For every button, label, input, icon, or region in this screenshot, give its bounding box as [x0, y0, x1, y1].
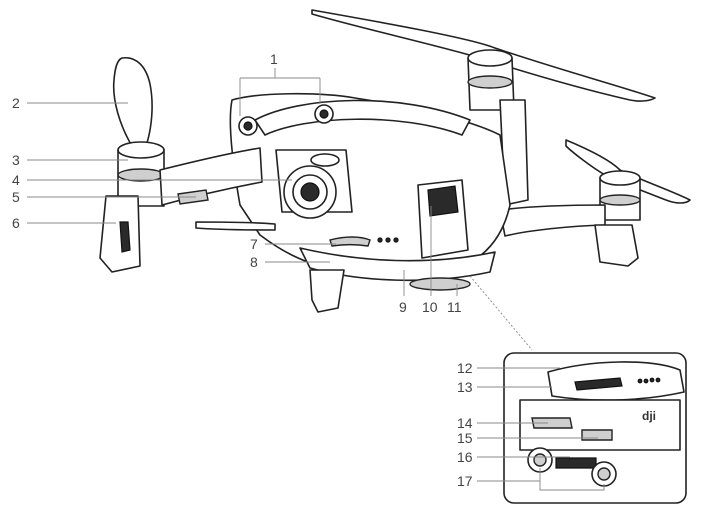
front-propeller: [112, 57, 153, 147]
callout-5: 5: [12, 189, 20, 205]
gimbal-camera: [275, 149, 353, 219]
callout-4: 4: [12, 172, 20, 188]
dji-logo: dji: [642, 409, 656, 423]
callout-2: 2: [12, 95, 20, 111]
callout-12: 12: [457, 360, 473, 376]
rear-leg: [309, 269, 345, 313]
front-landing-gear: [99, 195, 141, 273]
callout-13: 13: [457, 379, 473, 395]
callout-17: 17: [457, 473, 473, 489]
callout-9: 9: [399, 299, 407, 315]
right-arm: [499, 99, 639, 267]
aircraft-body: [229, 92, 511, 282]
callout-6: 6: [12, 215, 20, 231]
right-motor: [599, 170, 641, 221]
callout-8: 8: [250, 254, 258, 270]
downward-vision-system: [329, 236, 399, 247]
callout-15: 15: [457, 430, 473, 446]
callout-3: 3: [12, 152, 20, 168]
callout-1: 1: [270, 51, 278, 67]
right-propeller: [565, 139, 691, 204]
callout-11: 11: [447, 299, 462, 315]
callout-16: 16: [457, 449, 473, 465]
callout-7: 7: [250, 236, 258, 252]
left-rear-arm: [195, 221, 276, 231]
auxiliary-bottom-light: [409, 277, 471, 291]
rear-motor: [467, 49, 515, 111]
leader-lines: [27, 68, 605, 491]
detail-inset: dji: [469, 275, 687, 504]
callout-14: 14: [457, 415, 473, 431]
callout-labels: 1 2 3 4 5 6 7 8 9 10 11 12 13 14 15 16 1…: [12, 51, 473, 489]
forward-vision-sensors: [238, 104, 334, 136]
front-motor: [117, 141, 165, 207]
callout-10: 10: [422, 299, 438, 315]
battery: [417, 179, 469, 259]
